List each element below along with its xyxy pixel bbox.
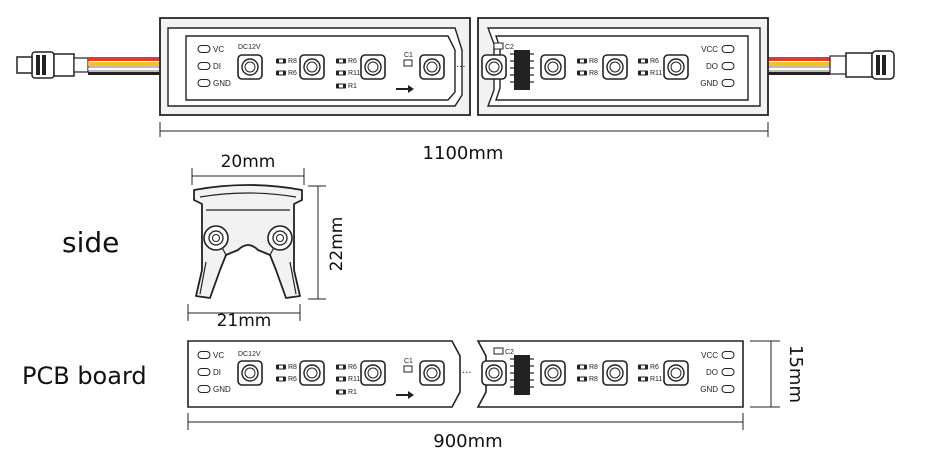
- length-total-label: 1100mm: [423, 143, 504, 164]
- pad-label: DI: [213, 368, 221, 377]
- pad-label: DO: [706, 368, 718, 377]
- channel-strip: VC DI GND DC12V R8 R6 R6 R11 R1 C1 ·: [16, 17, 895, 116]
- pcb-left-pads: VC DI GND: [197, 351, 231, 394]
- left-dc-connector: [16, 51, 89, 79]
- pcb-resistors-right: R8 R8 R6 R11: [577, 364, 662, 383]
- top-resistors-right: R8 R8 R6 R11: [577, 58, 662, 77]
- pcb-ic-chip: [510, 355, 534, 395]
- resistor-label: R11: [348, 376, 360, 383]
- resistor-label: R6: [650, 364, 659, 371]
- pcb-width-label: 15mm: [785, 345, 806, 403]
- pad-label: VCC: [701, 351, 718, 360]
- top-right-pads: VCC DO GND: [700, 45, 735, 88]
- right-wires: [767, 57, 831, 75]
- side-profile: [187, 168, 326, 321]
- pad-label: DI: [213, 62, 221, 71]
- pad-label: VCC: [701, 45, 718, 54]
- resistor-label: R11: [650, 70, 662, 77]
- ellipsis: ···: [462, 368, 472, 379]
- right-dc-connector: [829, 50, 895, 80]
- screw-right-icon: [267, 225, 293, 251]
- top-left-pads: VC DI GND: [197, 45, 231, 88]
- width-bottom-label: 21mm: [217, 311, 272, 331]
- direction-arrow-icon: [396, 85, 414, 93]
- side-title: side: [62, 226, 119, 259]
- resistor-label: R11: [348, 70, 360, 77]
- pcb-capacitor-c2: C2: [493, 347, 514, 356]
- capacitor-label: C2: [505, 44, 514, 51]
- resistor-label: R6: [288, 376, 297, 383]
- top-capacitor-c1: C1: [403, 52, 413, 67]
- height-side-label: 22mm: [327, 217, 347, 272]
- pad-label: VC: [213, 351, 224, 360]
- pad-label: GND: [700, 79, 718, 88]
- resistor-label: R6: [650, 58, 659, 65]
- resistor-label: R6: [288, 70, 297, 77]
- resistor-label: R8: [589, 376, 598, 383]
- top-resistors-left: R8 R6 R6 R11 R1: [276, 58, 360, 90]
- pcb-length-label: 900mm: [433, 431, 502, 452]
- dimension-900: [187, 413, 744, 430]
- resistor-label: R8: [589, 70, 598, 77]
- resistor-label: R1: [348, 389, 357, 396]
- capacitor-label: C2: [505, 349, 514, 356]
- pad-label: VC: [213, 45, 224, 54]
- resistor-label: R11: [650, 376, 662, 383]
- dimension-1100: [159, 122, 769, 137]
- width-top-label: 20mm: [221, 152, 276, 172]
- ellipsis: ···: [456, 62, 466, 73]
- resistor-label: R1: [348, 83, 357, 90]
- voltage-label: DC12V: [238, 351, 261, 358]
- screw-left-icon: [203, 225, 229, 251]
- resistor-label: R8: [589, 364, 598, 371]
- pcb-resistors-left: R8 R6 R6 R11 R1: [276, 364, 360, 396]
- resistor-label: R8: [589, 58, 598, 65]
- capacitor-label: C1: [404, 358, 413, 365]
- left-wires: [87, 57, 161, 75]
- pcb-board-title: PCB board: [22, 362, 147, 390]
- pad-label: DO: [706, 62, 718, 71]
- pad-label: GND: [700, 385, 718, 394]
- pad-label: GND: [213, 385, 231, 394]
- resistor-label: R8: [288, 58, 297, 65]
- pcb-direction-arrow-icon: [396, 391, 414, 399]
- voltage-label: DC12V: [238, 44, 261, 51]
- pcb-right-pads: VCC DO GND: [700, 351, 735, 394]
- capacitor-label: C1: [404, 52, 413, 59]
- ic-chip: [510, 50, 534, 90]
- pad-label: GND: [213, 79, 231, 88]
- top-capacitor-c2: C2: [493, 42, 514, 51]
- resistor-label: R8: [288, 364, 297, 371]
- resistor-label: R6: [348, 58, 357, 65]
- pcb-capacitor-c1: C1: [403, 358, 413, 373]
- dimension-15mm: [750, 340, 780, 408]
- pcb-board: VC DI GND DC12V R8 R6 R6 R11 R1 C1 ·: [187, 340, 744, 408]
- resistor-label: R6: [348, 364, 357, 371]
